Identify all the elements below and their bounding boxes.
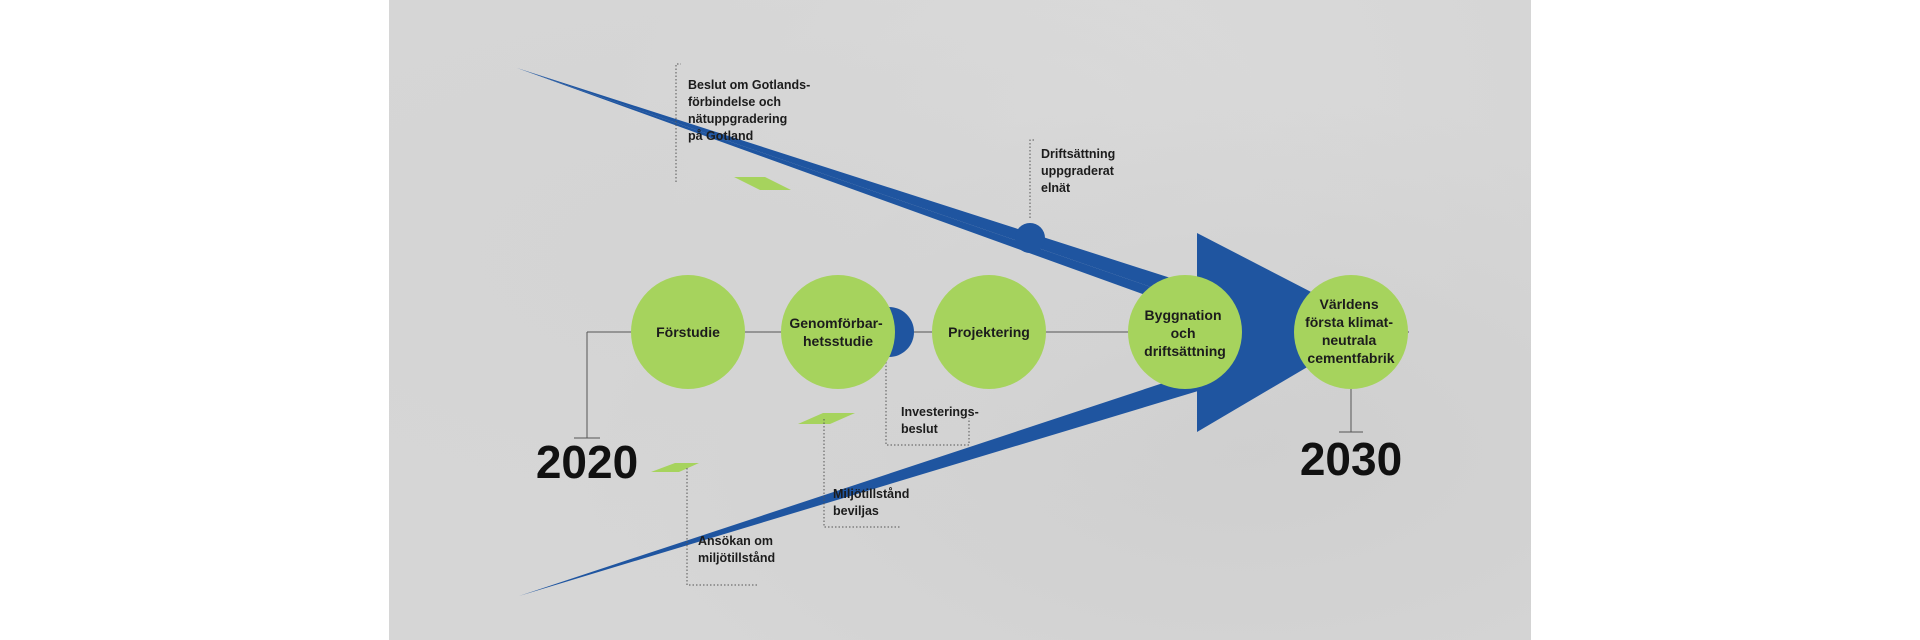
note-beslut-gotland: Beslut om Gotlands- förbindelse och nätu…: [688, 78, 814, 143]
leader-investeringsbeslut: [885, 355, 970, 446]
leader-beslut-gotland: [675, 63, 681, 182]
stage-label-byggnation: Byggnation och driftsättning: [1144, 307, 1226, 359]
stage-label-forstudie: Förstudie: [656, 324, 720, 340]
lower-wedge-marker-far: [651, 463, 699, 472]
lower-wedge-marker-near: [798, 413, 855, 424]
grid-commissioning-dot: [1015, 223, 1045, 253]
note-ansokan-miljotillstand: Ansökan om miljötillstånd: [698, 534, 777, 565]
concrete-background: Förstudie Genomförbar- hetsstudie Projek…: [389, 0, 1531, 640]
stage-circle-projektering: [932, 275, 1046, 389]
note-driftsattning-elnat: Driftsättning uppgraderat elnät: [1041, 147, 1119, 195]
stage-circle-byggnation: [1128, 275, 1242, 389]
stage-label-projektering: Projektering: [948, 324, 1030, 340]
stage-circle-forstudie: [631, 275, 745, 389]
note-investeringsbeslut: Investerings- beslut: [901, 405, 982, 436]
upper-wedge-arrow-edge: [517, 68, 1261, 325]
leader-ansokan-miljotillstand: [686, 468, 759, 586]
stage-label-genomforbarhetsstudie: Genomförbar- hetsstudie: [789, 315, 886, 349]
timeline-diagram: Förstudie Genomförbar- hetsstudie Projek…: [517, 63, 1409, 596]
upper-wedge-arrow: [517, 68, 1261, 328]
upper-wedge-marker: [734, 177, 791, 190]
year-start: 2020: [536, 436, 638, 488]
leader-miljotillstand-beviljas: [823, 419, 901, 528]
lower-wedge-arrow: [519, 348, 1269, 596]
main-arrowhead: [1197, 233, 1377, 432]
stage-label-cementfabrik: Världens första klimat- neutrala cementf…: [1305, 296, 1397, 366]
note-miljotillstand-beviljas: Miljötillstånd beviljas: [833, 487, 913, 518]
stage-circle-cementfabrik: [1294, 275, 1408, 389]
stage-circle-genomforbarhetsstudie: [781, 275, 895, 389]
leader-driftsattning-elnat: [1029, 139, 1034, 218]
year-end: 2030: [1300, 433, 1402, 485]
